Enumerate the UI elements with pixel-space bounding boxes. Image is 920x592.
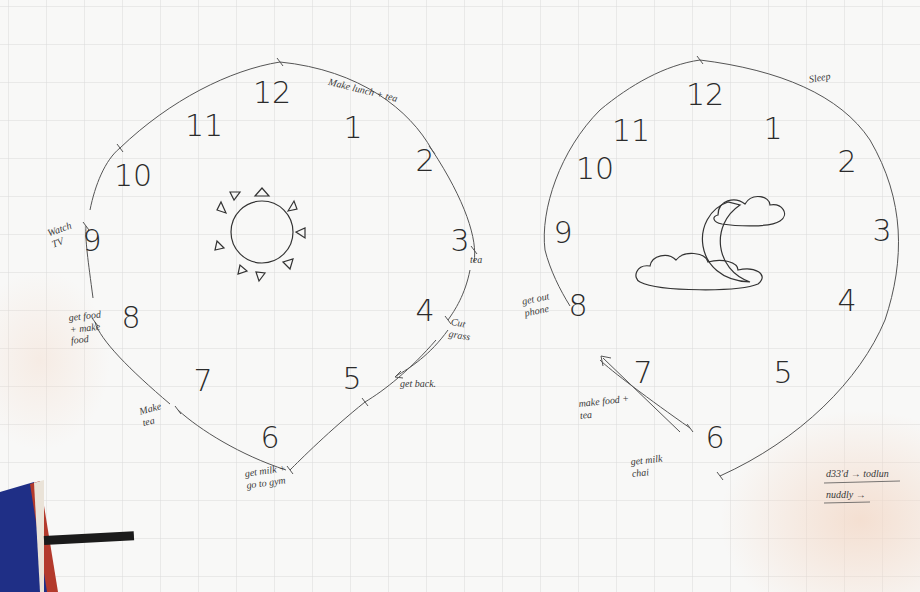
moon-drawing [636,197,785,290]
clock-number: 9 [553,215,572,250]
clock-number: 5 [342,361,361,396]
leader-arrow [395,330,448,378]
clock-number: 6 [260,420,279,455]
clock-number: 4 [415,293,434,328]
clock-number: 8 [121,300,140,335]
clock-number: 5 [773,355,792,390]
handwritten-note: nuddly → [826,489,896,501]
clock-number: 11 [185,108,223,143]
clock-number: 4 [837,283,856,318]
notebook [0,480,134,592]
clock-number: 11 [612,113,650,148]
underline [824,481,900,503]
clock-loop [55,45,505,495]
handwritten-note: get back. [400,378,450,390]
clock-number: 12 [253,75,291,110]
clock-number: 1 [763,111,782,146]
clock-number: 7 [633,355,652,390]
clock-number: 8 [568,288,587,323]
clock-number: 7 [193,363,212,398]
sun-drawing [215,188,305,281]
clock-number: 2 [837,144,856,179]
handwritten-note: tea [470,254,500,266]
clock-number: 6 [705,420,724,455]
clock-number: 9 [82,223,101,258]
clock-face: 121234567891011 [530,45,915,495]
handwritten-note: d33'd → todlun [826,468,916,480]
clock-number: 3 [450,223,469,258]
clock-face: 121234567891011 [55,45,505,495]
clock-number: 12 [686,77,724,112]
clock-number: 1 [343,110,362,145]
clock-number: 10 [114,158,152,193]
clock-number: 10 [576,151,614,186]
clock-number: 2 [415,143,434,178]
clock-number: 3 [872,213,891,248]
handwritten-note: get food + make food [68,308,105,346]
